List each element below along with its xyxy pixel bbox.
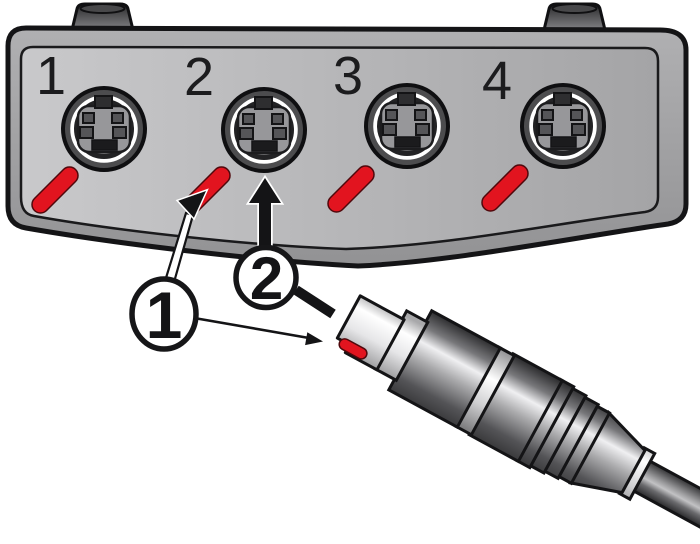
callout-2-label: 2 bbox=[250, 245, 283, 312]
panel-red-mark-3 bbox=[327, 165, 375, 213]
callout-1-balloon: 1 bbox=[129, 276, 199, 352]
foot-left-top bbox=[79, 3, 126, 14]
callout-1-pointer-head bbox=[175, 188, 209, 221]
port-number-4: 4 bbox=[482, 51, 512, 111]
svideo-plug bbox=[335, 294, 700, 544]
port-4-key-notch bbox=[553, 92, 572, 106]
foot-right bbox=[542, 2, 607, 32]
mini-din-port-4 bbox=[520, 83, 606, 169]
port-number-3: 3 bbox=[333, 46, 363, 106]
callout-1-arrowhead-plug-mark bbox=[305, 332, 323, 346]
panel-red-mark-1 bbox=[31, 166, 79, 214]
port-number-1: 1 bbox=[36, 46, 66, 106]
port-3-key-notch bbox=[397, 92, 416, 106]
panel-red-mark-4 bbox=[481, 164, 529, 212]
callout-2-balloon: 2 bbox=[233, 244, 299, 312]
port-1-key-notch bbox=[94, 95, 113, 109]
plug-red-mark bbox=[338, 338, 368, 360]
mini-din-port-1 bbox=[61, 86, 147, 172]
mini-din-port-2 bbox=[221, 87, 307, 173]
port-number-2: 2 bbox=[184, 47, 214, 107]
foot-left bbox=[70, 2, 135, 32]
foot-right-top bbox=[551, 3, 598, 14]
callout-1-label: 1 bbox=[146, 278, 183, 352]
port-2-key-notch bbox=[254, 96, 273, 110]
mini-din-port-3 bbox=[364, 83, 450, 169]
callout-2-line-to-plug bbox=[293, 285, 336, 319]
callout-1-line-to-plug-mark bbox=[196, 317, 310, 340]
